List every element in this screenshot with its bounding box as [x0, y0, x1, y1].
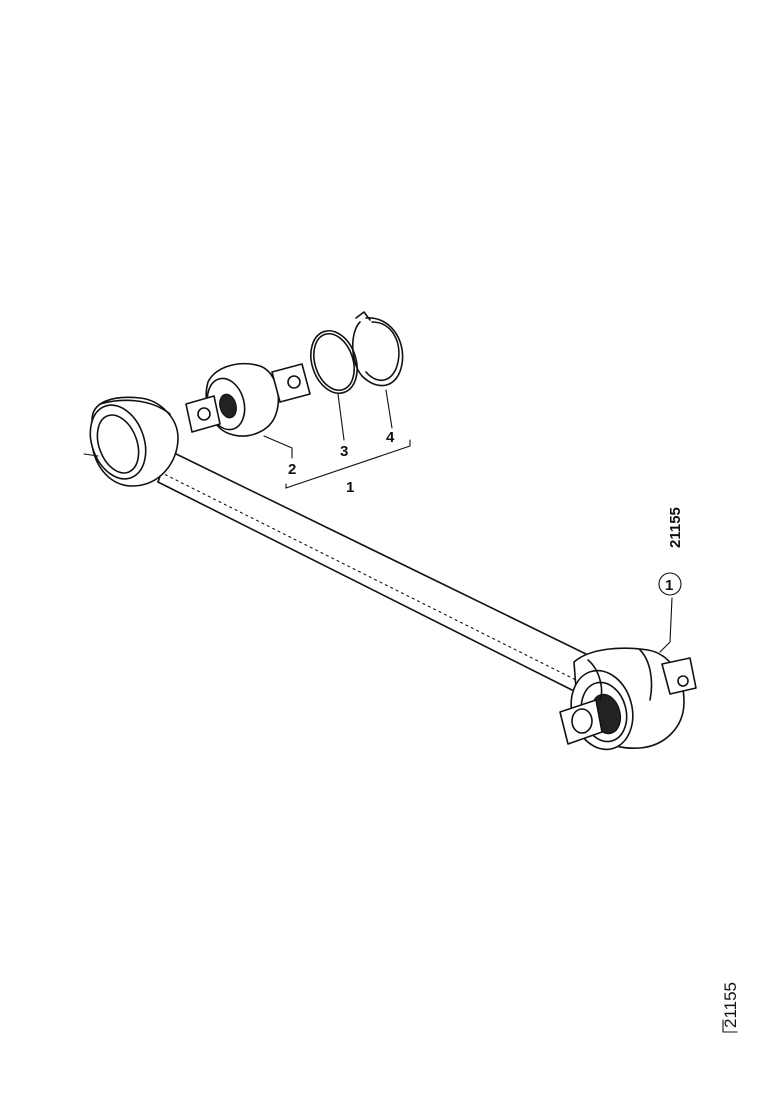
- callout-label-3: 3: [340, 443, 348, 460]
- callout-label-4: 4: [386, 429, 395, 446]
- circlip-part-4: [351, 311, 404, 387]
- corner-reference: 21155: [721, 982, 740, 1033]
- left-bushing-housing: [83, 396, 179, 487]
- reaction-rod: [149, 429, 587, 691]
- side-reference-number: 21155: [667, 507, 684, 548]
- corner-reference-number: 21155: [721, 982, 740, 1028]
- callout-label-1: 1: [346, 479, 354, 496]
- callout-label-2: 2: [288, 461, 296, 478]
- circled-callout-label: 1: [665, 577, 673, 594]
- leader-lines: [263, 389, 673, 653]
- right-bushing-housing: [559, 647, 697, 751]
- ring-part-3: [310, 330, 358, 394]
- circled-callout: 1: [658, 572, 682, 596]
- bushing-part-2: [185, 362, 311, 437]
